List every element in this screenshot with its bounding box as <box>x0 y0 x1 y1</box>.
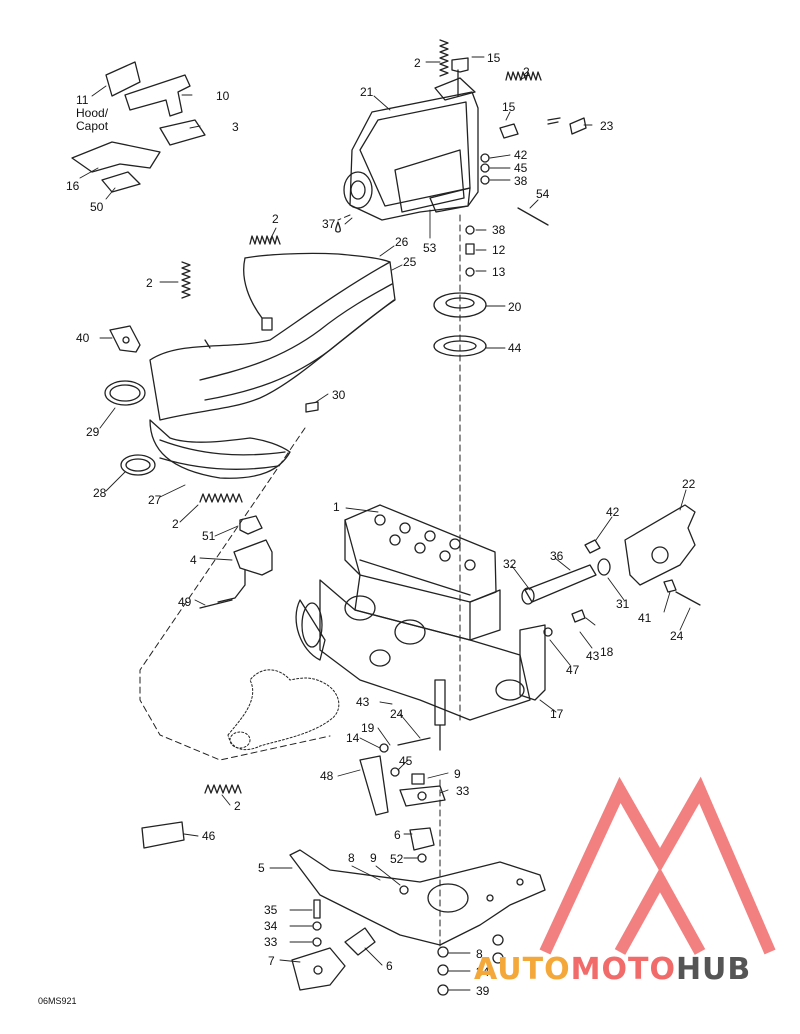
callout-2: 2 <box>146 276 153 290</box>
callout-15: 15 <box>487 51 501 65</box>
engine-mounts-left <box>199 515 273 609</box>
callout-3: 3 <box>232 120 239 134</box>
callout-35: 35 <box>264 903 278 917</box>
callout-34: 34 <box>476 965 490 979</box>
callout-15: 15 <box>502 100 516 114</box>
watermark-auto: AUTO <box>474 952 571 987</box>
watermark-wordmark: AUTOMOTOHUB <box>474 952 751 987</box>
callout-9: 9 <box>454 767 461 781</box>
callout-6: 6 <box>394 828 401 842</box>
bottom-hardware <box>291 899 504 996</box>
callout-6: 6 <box>386 959 393 973</box>
callout-2: 2 <box>523 65 530 79</box>
callout-30: 30 <box>332 388 346 402</box>
callout-37: 37 <box>322 217 336 231</box>
callout-12: 12 <box>492 243 506 257</box>
hood-pads <box>71 61 206 193</box>
engine-block <box>295 504 531 751</box>
callout-22: 22 <box>682 477 696 491</box>
watermark-logo <box>539 776 776 955</box>
callout-33: 33 <box>264 935 278 949</box>
callout-25: 25 <box>403 255 417 269</box>
reference-code: 06MS921 <box>38 996 77 1006</box>
callout-26: 26 <box>395 235 409 249</box>
callout-33: 33 <box>456 784 470 798</box>
lower-mounts <box>141 737 446 863</box>
callout-34: 34 <box>264 919 278 933</box>
callout-52: 52 <box>390 852 404 866</box>
callout-38: 38 <box>514 174 528 188</box>
callout-11-hood-capot: 11 Hood/ Capot <box>76 93 109 133</box>
callout-1: 1 <box>333 500 340 514</box>
clamps <box>104 325 319 476</box>
callout-9: 9 <box>370 851 377 865</box>
callout-44: 44 <box>508 341 522 355</box>
callout-17: 17 <box>550 707 564 721</box>
callout-42: 42 <box>514 148 528 162</box>
callout-18: 18 <box>600 645 614 659</box>
callout-49: 49 <box>178 595 192 609</box>
callout-28: 28 <box>93 486 107 500</box>
callout-2: 2 <box>272 212 279 226</box>
callout-43: 43 <box>586 649 600 663</box>
callout-2: 2 <box>172 517 179 531</box>
callout-32: 32 <box>503 557 517 571</box>
tuned-pipe <box>149 252 396 479</box>
dashed-outlines <box>139 214 461 951</box>
callout-45: 45 <box>399 754 413 768</box>
callout-2: 2 <box>234 799 241 813</box>
callout-10: 10 <box>216 89 230 103</box>
callout-8: 8 <box>476 947 483 961</box>
callout-27: 27 <box>148 493 162 507</box>
callout-14: 14 <box>346 731 360 745</box>
callout-54: 54 <box>536 187 550 201</box>
callout-41: 41 <box>638 611 652 625</box>
callout-43: 43 <box>356 695 370 709</box>
callout-24: 24 <box>670 629 684 643</box>
callout-20: 20 <box>508 300 522 314</box>
engine-mounts-right <box>519 504 701 701</box>
callout-48: 48 <box>320 769 334 783</box>
callout-29: 29 <box>86 425 100 439</box>
callout-13: 13 <box>492 265 506 279</box>
callout-31: 31 <box>616 597 630 611</box>
callout-38: 38 <box>492 223 506 237</box>
callout-23: 23 <box>600 119 614 133</box>
callout-42: 42 <box>606 505 620 519</box>
callout-47: 47 <box>566 663 580 677</box>
air-silencer <box>343 77 479 221</box>
callout-36: 36 <box>550 549 564 563</box>
callout-40: 40 <box>76 331 90 345</box>
callout-16: 16 <box>66 179 80 193</box>
callout-24: 24 <box>390 707 404 721</box>
callout-21: 21 <box>360 85 374 99</box>
mounting-plate <box>289 849 546 946</box>
leader-lines <box>79 56 691 991</box>
springs <box>181 39 542 794</box>
callout-2: 2 <box>414 56 421 70</box>
callout-46: 46 <box>202 829 216 843</box>
callout-53: 53 <box>423 241 437 255</box>
callout-45: 45 <box>514 161 528 175</box>
callout-50: 50 <box>90 200 104 214</box>
callout-39: 39 <box>476 984 490 998</box>
exhaust-manifold <box>227 669 340 751</box>
callout-19: 19 <box>361 721 375 735</box>
callout-8: 8 <box>348 851 355 865</box>
callout-7: 7 <box>268 954 275 968</box>
callout-51: 51 <box>202 529 216 543</box>
callout-5: 5 <box>258 861 265 875</box>
watermark-hub: HUB <box>675 952 752 987</box>
callout-4: 4 <box>190 553 197 567</box>
watermark-moto: MOTO <box>570 952 676 987</box>
